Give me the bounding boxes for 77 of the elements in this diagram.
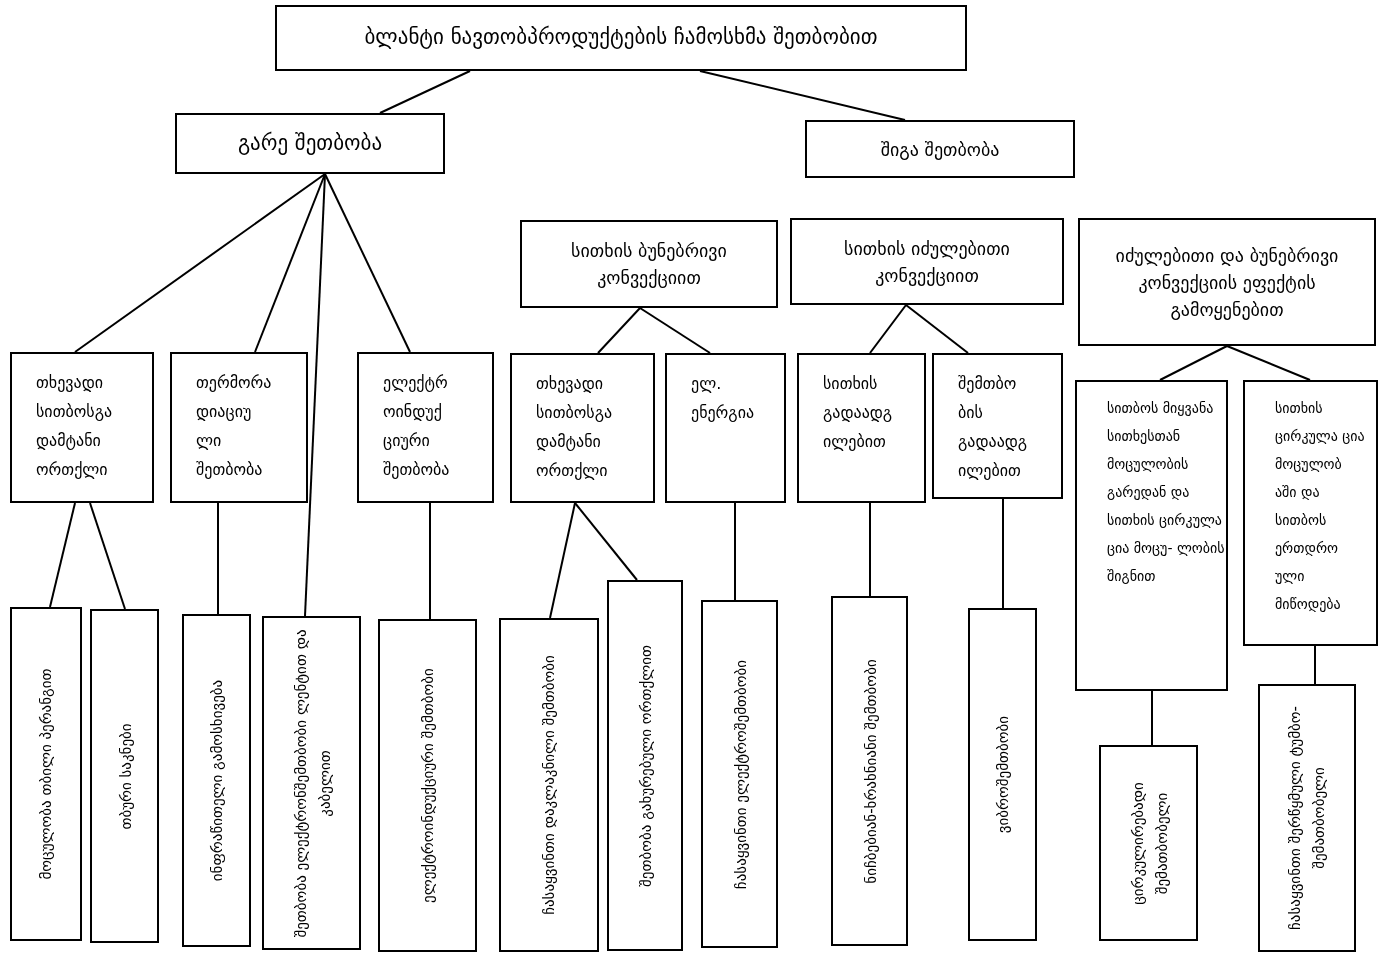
- process-box: [968, 608, 1037, 941]
- process-box: [1099, 745, 1198, 941]
- box-label: ნიჩბებიან-ხრახნიანი შემთბობი: [859, 658, 880, 884]
- box-label: იძულებითი და ბუნებრივი კონვექციის ეფექტის გამოყენებით: [1114, 243, 1340, 322]
- process-box: [932, 353, 1063, 499]
- connector-line: [49, 502, 76, 608]
- connector-line: [74, 173, 326, 353]
- process-box: [1243, 380, 1378, 646]
- box-label: თხევადი სითბოსგა დამტანი ორთქლი: [536, 373, 613, 482]
- process-box: [805, 120, 1075, 178]
- box-label: სითბოს მიყვანა სითხესთან მოცულობის გარედან და სითხის ცირკულა ცია მოცუ- ლობის შიგნით: [1107, 399, 1225, 586]
- connector-line: [1314, 645, 1316, 685]
- connector-line: [324, 173, 411, 353]
- box-label: ინფრაწითელი გამოსხივება: [206, 679, 227, 882]
- process-box: [831, 596, 908, 946]
- connector-line: [89, 502, 126, 610]
- connector-line: [217, 502, 219, 615]
- process-box: [182, 614, 251, 947]
- box-label: სითხის ცირკულა ცია მოცულობ აში და სითბოს ერთდრო ული მიწოდება: [1275, 399, 1366, 614]
- box-label: შემთბო ბის გადაადგ ილებით: [958, 373, 1028, 482]
- process-box: [262, 616, 361, 950]
- process-box: [665, 353, 786, 503]
- box-label: ვიბროშემთბობი: [992, 715, 1013, 834]
- process-box: [520, 220, 778, 308]
- box-label: სითხის გადაადგ ილებით: [823, 373, 893, 453]
- box-label: ჩასაყვინთი დაკლაკნილი შემთბობი: [539, 655, 559, 915]
- connector-line: [639, 307, 711, 354]
- connector-line: [869, 304, 907, 354]
- connector-line: [905, 304, 969, 354]
- process-box: [701, 600, 778, 948]
- process-box: [1258, 684, 1356, 952]
- process-box: [275, 5, 967, 71]
- process-box: [790, 218, 1064, 305]
- box-label: ელ. ენერგია: [691, 373, 755, 424]
- box-label: შეთბობა გახურებული ორთქლით: [635, 644, 655, 887]
- box-label: ცირკულირებადი შემათბობელი: [1126, 780, 1171, 907]
- connector-line: [379, 70, 471, 114]
- process-box: [357, 352, 494, 503]
- process-box: [10, 352, 154, 503]
- box-label: თერმორა დიაციუ ლი შეთბობა: [196, 372, 272, 481]
- connector-line: [574, 502, 638, 581]
- connector-line: [254, 173, 326, 353]
- box-label: სითხის იძულებითი კონვექციით: [843, 236, 1011, 288]
- process-box: [378, 619, 477, 952]
- box-label: ბლანტი ნავთობპროდუქტების ჩამოსხმა შეთბობით: [364, 24, 878, 52]
- process-box: [1075, 380, 1228, 691]
- process-box: [607, 580, 683, 951]
- connector-line: [699, 70, 906, 121]
- connector-line: [304, 173, 326, 617]
- connector-line: [734, 502, 736, 601]
- connector-line: [429, 502, 431, 620]
- connector-line: [1226, 345, 1311, 381]
- process-box: [175, 113, 445, 174]
- process-box: [510, 353, 655, 503]
- process-box: [797, 353, 926, 503]
- box-label: თბური საკნები: [114, 722, 135, 830]
- process-box: [170, 352, 308, 503]
- connector-line: [549, 502, 576, 619]
- connector-line: [1151, 690, 1153, 746]
- box-label: შეთბობა ელექტრონშემთბობი ლენტით და კაბელით: [289, 627, 334, 940]
- process-box: [90, 609, 159, 943]
- process-box: [10, 607, 82, 941]
- box-label: ელექტროინდუქციური შემთბობი: [417, 668, 438, 903]
- process-box: [499, 618, 599, 952]
- box-label: მოცულობა თბილი პერანგით: [36, 668, 56, 880]
- box-label: თხევადი სითბოსგა დამტანი ორთქლი: [36, 372, 113, 481]
- box-label: ჩასაყვინთი ელექტროშემთბობი: [729, 659, 750, 889]
- box-label: გარე შეთბობა: [237, 129, 383, 157]
- connector-line: [1159, 345, 1228, 381]
- box-label: შიგა შეთბობა: [880, 137, 1000, 162]
- connector-line: [597, 307, 641, 354]
- connector-line: [869, 502, 871, 597]
- box-label: ელექტრ ოინდუქ ციური შეთბობა: [383, 372, 450, 481]
- process-box: [1078, 218, 1376, 346]
- box-label: სითხის ბუნებრივი კონვექციით: [570, 239, 728, 290]
- box-label: ჩასაყვინთი შერწყმული ტუმბო-შემათბობელი: [1285, 705, 1329, 932]
- connector-line: [1002, 498, 1004, 609]
